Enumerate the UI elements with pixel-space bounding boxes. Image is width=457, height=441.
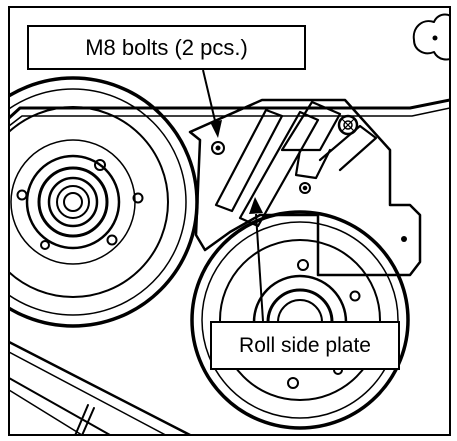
right-roll: [190, 210, 410, 430]
plate-hole: [401, 236, 407, 242]
m8-bolt-upper: [211, 141, 225, 155]
left-roll: [9, 76, 199, 328]
roll-side-plate: [188, 98, 422, 277]
frame-top-edge: [9, 98, 450, 127]
plate-leader-arrow: [249, 197, 264, 322]
side-plate-callout-label: Roll side plate: [210, 321, 400, 370]
figure-frame: [8, 6, 451, 436]
base-plate: [9, 340, 192, 435]
bolts-leader-arrow: [202, 69, 222, 138]
bracket-screw: [337, 114, 359, 136]
bolts-callout-label: M8 bolts (2 pcs.): [27, 25, 306, 70]
m8-bolt-lower: [299, 182, 311, 194]
knob-top-right: [412, 13, 450, 61]
